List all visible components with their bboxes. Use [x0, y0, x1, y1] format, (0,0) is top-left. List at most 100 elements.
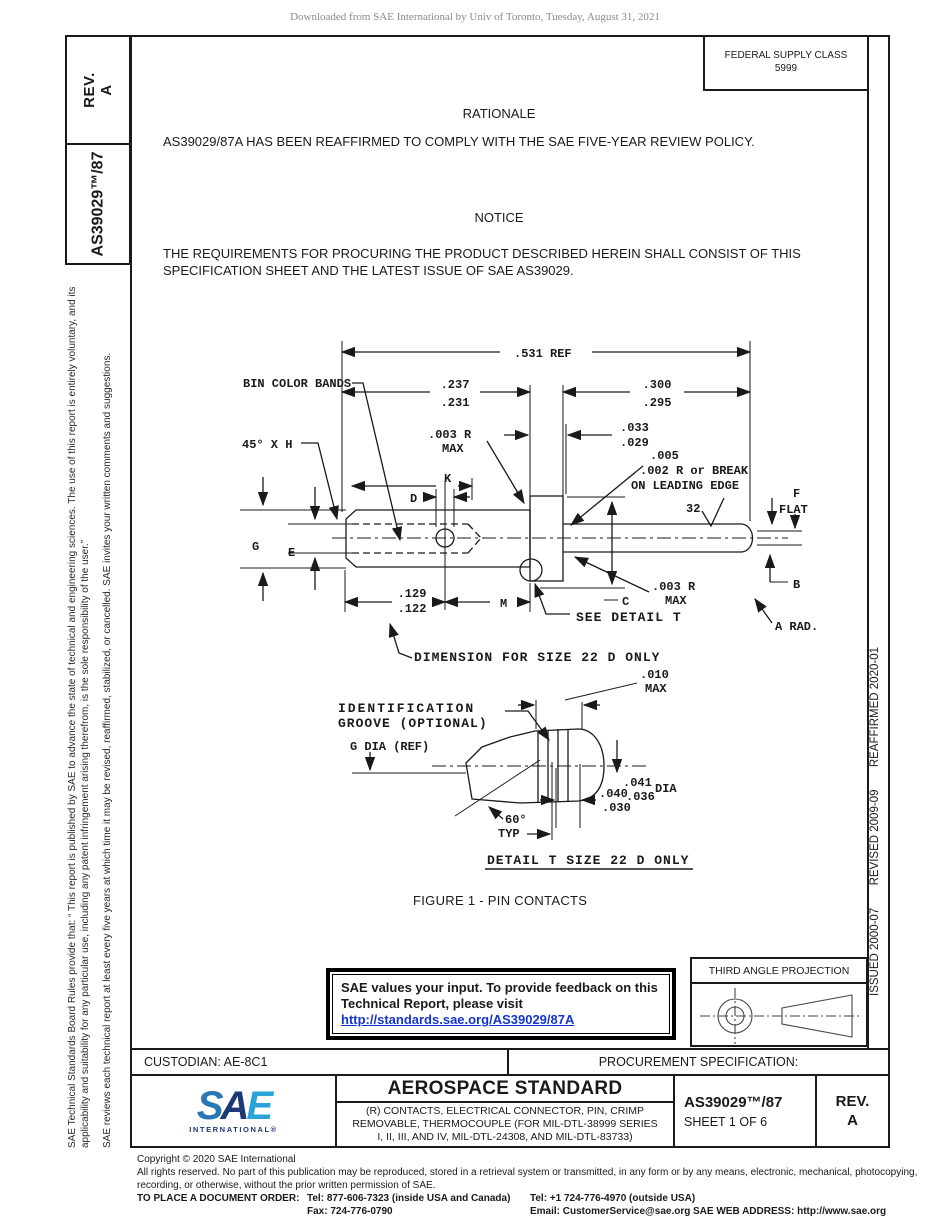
dim-040: .040 [599, 787, 628, 801]
revision-cell: REV. A [817, 1076, 888, 1146]
dim-036: .036 [626, 790, 655, 804]
standard-type-heading: AEROSPACE STANDARD [337, 1076, 673, 1103]
dim-f: F [793, 487, 800, 501]
rights-line-1: All rights reserved. No part of this pub… [137, 1167, 918, 1178]
sae-logo-a: A [220, 1084, 250, 1128]
rationale-body: AS39029/87A HAS BEEN REAFFIRMED TO COMPL… [163, 134, 755, 149]
web-address: SAE WEB ADDRESS: http://www.sae.org [693, 1206, 887, 1217]
federal-supply-class-box: FEDERAL SUPPLY CLASS 5999 [703, 35, 869, 91]
dim-033: .033 [620, 421, 649, 435]
sae-logo-cell: SAE INTERNATIONAL® [132, 1076, 337, 1146]
sidebar-rev-box: REV. A [65, 35, 131, 145]
right-column-divider [867, 35, 869, 1048]
radius-003-right: .003 R [652, 580, 696, 594]
tel-inside: Tel: 877-606-7323 (inside USA and Canada… [307, 1193, 511, 1204]
dim-c: C [622, 595, 629, 609]
dim-k: K [444, 472, 452, 486]
download-watermark: Downloaded from SAE International by Uni… [290, 11, 660, 23]
dim-m: M [500, 597, 507, 611]
sheet-number: SHEET 1 OF 6 [684, 1114, 768, 1129]
dim-e: E [288, 546, 295, 560]
detail-t-title: DETAIL T SIZE 22 D ONLY [487, 853, 689, 868]
bin-color-bands-label: BIN COLOR BANDS [243, 377, 351, 391]
dim-531-ref: .531 REF [514, 347, 572, 361]
sidebar-rev-label: REV. A [80, 72, 115, 108]
dim-295: .295 [643, 396, 672, 410]
typ-label: TYP [498, 827, 520, 841]
custodian-row: CUSTODIAN: AE-8C1 PROCUREMENT SPECIFICAT… [130, 1048, 890, 1076]
feedback-line-1: SAE values your input. To provide feedba… [341, 980, 658, 995]
procurement-spec-cell: PROCUREMENT SPECIFICATION: [509, 1048, 890, 1076]
sidebar-docnum-box: AS39029™/87 [65, 143, 131, 265]
notice-body: THE REQUIREMENTS FOR PROCURING THE PRODU… [163, 246, 801, 278]
dim-029: .029 [620, 436, 649, 450]
angle-60-label: 60° [505, 813, 527, 827]
standard-title-line2: REMOVABLE, THERMOCOUPLE (FOR MIL-DTL-389… [352, 1118, 658, 1130]
sae-logo-e: E [246, 1084, 273, 1128]
leading-edge-note: ON LEADING EDGE [631, 479, 739, 493]
dim-030: .030 [602, 801, 631, 815]
feedback-link[interactable]: http://standards.sae.org/AS39029/87A [341, 1012, 575, 1027]
sidebar-legal-text: SAE Technical Standards Board Rules prov… [66, 268, 126, 1148]
dim-129: .129 [398, 587, 427, 601]
radius-003-top: .003 R [428, 428, 472, 442]
a-radius-label: A RAD. [775, 620, 818, 634]
standard-description: (R) CONTACTS, ELECTRICAL CONNECTOR, PIN,… [337, 1103, 673, 1146]
copyright-line: Copyright © 2020 SAE International [137, 1154, 296, 1165]
email-address: Email: CustomerService@sae.org [530, 1206, 691, 1217]
projection-title: THIRD ANGLE PROJECTION [692, 959, 866, 984]
sae-logo-subtitle: INTERNATIONAL® [189, 1125, 278, 1134]
document-number: AS39029™/87 [684, 1093, 783, 1111]
sae-logo-s: S [196, 1084, 224, 1128]
document-number-cell: AS39029™/87 SHEET 1 OF 6 [675, 1076, 817, 1146]
third-angle-projection-symbol [700, 988, 860, 1044]
feedback-line-2: Technical Report, please visit [341, 996, 523, 1011]
size-22d-note: DIMENSION FOR SIZE 22 D ONLY [414, 650, 660, 665]
dim-237: .237 [441, 378, 470, 392]
dim-g: G [252, 540, 259, 554]
flat-label: FLAT [779, 503, 808, 517]
dim-041: .041 [623, 776, 652, 790]
dim-300: .300 [643, 378, 672, 392]
dim-d: D [410, 492, 417, 506]
dim-010: .010 [640, 668, 669, 682]
legal-paragraph-1: SAE Technical Standards Board Rules prov… [67, 286, 91, 1148]
tel-outside: Tel: +1 724-776-4970 (outside USA) [530, 1193, 696, 1204]
drawing-labels: .531 REF BIN COLOR BANDS .237 .231 .300 … [242, 347, 818, 868]
max-right: MAX [665, 594, 687, 608]
dim-002-break: .002 R or BREAK [640, 464, 749, 478]
rights-line-2: recording, or otherwise, without the pri… [137, 1180, 436, 1191]
order-label: TO PLACE A DOCUMENT ORDER: [137, 1193, 300, 1204]
standard-title-cell: AEROSPACE STANDARD (R) CONTACTS, ELECTRI… [337, 1076, 675, 1146]
custodian-cell: CUSTODIAN: AE-8C1 [130, 1048, 509, 1076]
rationale-heading: RATIONALE [462, 106, 536, 121]
dim-122: .122 [398, 602, 427, 616]
groove-optional-label: GROOVE (OPTIONAL) [338, 716, 488, 731]
legal-paragraph-2: SAE reviews each technical report at lea… [102, 352, 113, 1148]
sidebar-docnum-label: AS39029™/87 [89, 151, 106, 257]
dim-231: .231 [441, 396, 470, 410]
max-top: MAX [442, 442, 464, 456]
drawing-linework [240, 341, 802, 870]
max-010: MAX [645, 682, 667, 696]
copyright-block: Copyright © 2020 SAE International All r… [137, 1153, 937, 1218]
notice-heading: NOTICE [474, 210, 524, 225]
fax-number: Fax: 724-776-0790 [307, 1206, 393, 1217]
surface-finish-32: 32 [686, 502, 700, 516]
pin-contact-drawing: .531 REF BIN COLOR BANDS .237 .231 .300 … [240, 341, 818, 870]
feedback-box: SAE values your input. To provide feedba… [326, 968, 676, 1040]
dim-005: .005 [650, 449, 679, 463]
g-dia-ref-label: G DIA (REF) [350, 740, 429, 754]
revision-history-text: ISSUED 2000-07 REVISED 2009-09 REAFFIRME… [869, 647, 881, 996]
identification-label: IDENTIFICATION [338, 701, 475, 716]
see-detail-t-note: SEE DETAIL T [576, 610, 682, 625]
standard-title-line1: (R) CONTACTS, ELECTRICAL CONNECTOR, PIN,… [365, 1105, 645, 1117]
dim-b: B [793, 578, 800, 592]
figure-caption: FIGURE 1 - PIN CONTACTS [413, 893, 588, 908]
fsc-value: 5999 [774, 63, 798, 74]
title-block: SAE INTERNATIONAL® AEROSPACE STANDARD (R… [130, 1074, 890, 1148]
third-angle-projection-box: THIRD ANGLE PROJECTION [690, 957, 868, 1047]
standard-title-line3: I, II, III, AND IV, MIL-DTL-24308, AND M… [377, 1131, 633, 1143]
dia-label: DIA [655, 782, 677, 796]
